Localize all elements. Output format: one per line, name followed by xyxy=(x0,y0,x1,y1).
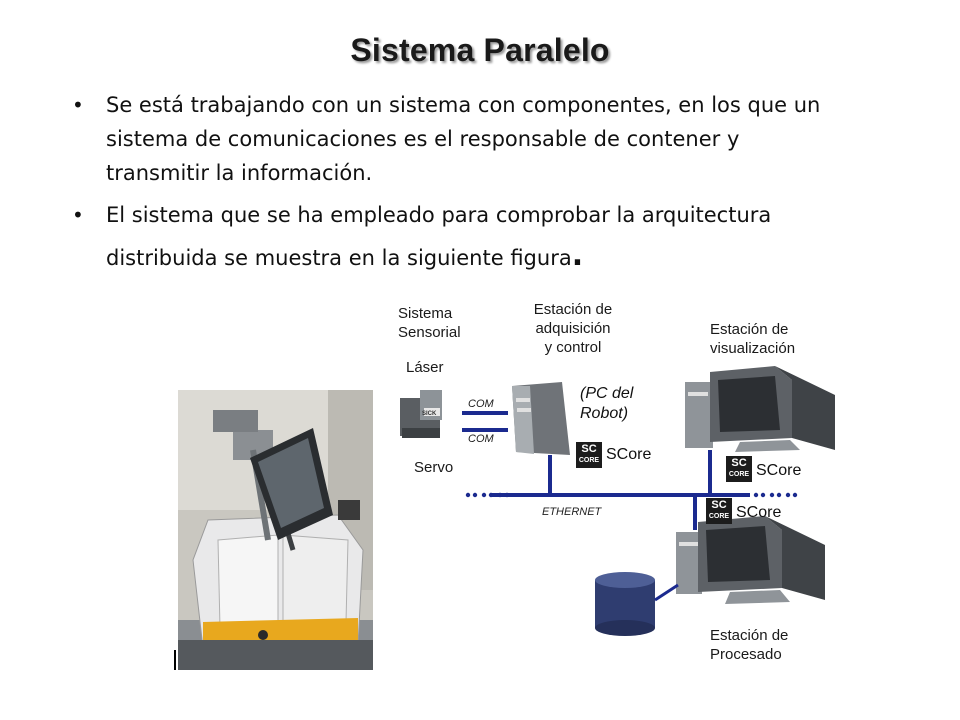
com-label-2: COM xyxy=(468,433,494,445)
bullet-list: • Se está trabajando con un sistema con … xyxy=(70,88,910,282)
laser-sensor-icon xyxy=(400,390,442,438)
bullet-2-period: . xyxy=(571,238,584,273)
bullet-2-line-1: El sistema que se ha empleado para compr… xyxy=(106,203,772,227)
bullet-2-line-2-wrap: distribuida se muestra en la siguiente f… xyxy=(106,232,910,282)
bullet-item-1: • Se está trabajando con un sistema con … xyxy=(70,88,910,190)
ethernet-dots-left xyxy=(465,492,510,498)
bullet-dot-icon: • xyxy=(72,203,84,227)
bullet-1-line-3: transmitir la información. xyxy=(106,161,373,185)
visualization-computer-icon xyxy=(685,366,835,452)
servo-label: Servo xyxy=(414,459,454,476)
com-label-1: COM xyxy=(468,398,494,410)
bullet-dot-icon: • xyxy=(72,93,84,117)
ethernet-dots-right xyxy=(753,492,798,498)
processing-computer-icon xyxy=(676,516,825,604)
bullet-1-line-1: Se está trabajando con un sistema con co… xyxy=(106,93,821,117)
bullet-1-line-2: sistema de comunicaciones es el responsa… xyxy=(106,127,740,151)
score-label-processing: SCore xyxy=(736,504,782,521)
robot-pc-tower-icon xyxy=(512,382,570,455)
score-label-robot-pc: SCore xyxy=(606,446,652,463)
sick-logo: SICK xyxy=(422,411,437,417)
ethernet-label: ETHERNET xyxy=(542,506,602,518)
robot-photo xyxy=(178,390,373,670)
laser-label: Láser xyxy=(406,359,444,376)
bullet-item-2: • El sistema que se ha empleado para com… xyxy=(70,198,910,282)
database-icon xyxy=(595,572,655,636)
diagram-graphics xyxy=(400,366,835,636)
robot-illustration xyxy=(178,390,373,670)
slide-title: Sistema Paralelo xyxy=(350,32,610,68)
db-link xyxy=(654,583,679,602)
bullet-2-line-2: distribuida se muestra en la siguiente f… xyxy=(106,246,572,270)
score-label-visualization: SCore xyxy=(756,462,802,479)
photo-edge-marker xyxy=(174,650,176,670)
